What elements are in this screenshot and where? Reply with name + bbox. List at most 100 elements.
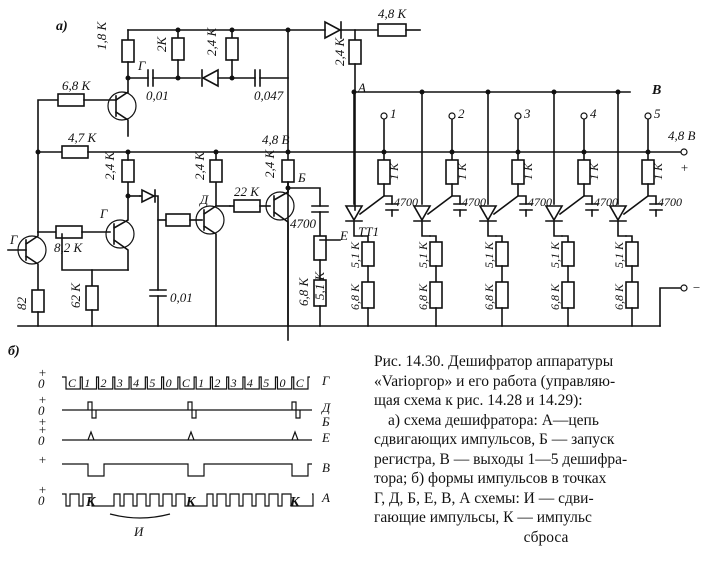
minus-terminal (659, 284, 688, 327)
r-1k-label: 1 К (455, 162, 469, 180)
caption-line-2: «Variоргор» и его работа (управляю- (374, 372, 616, 390)
r-22k-label: 22 К (234, 184, 260, 199)
left-multivibrator (7, 151, 141, 327)
r-6-8k-low-label: 6,8 К (416, 283, 430, 310)
waveform-d-b (62, 401, 312, 419)
shift-pulses-i-label: И (133, 524, 144, 539)
reset-pulse-k-label: К (289, 495, 301, 510)
output-terminal[interactable] (580, 112, 588, 120)
caption-line-8: Г, Д, Б, Е, В, А схемы: И — сдви- (374, 489, 594, 507)
g-count-label: 0 (166, 376, 172, 390)
caption-line-3: щая схема к рис. 14.28 и 14.29): (374, 392, 583, 409)
waveform-left-label: + (38, 414, 47, 429)
r-1k-label: 1 К (521, 162, 535, 180)
c-4700-label: 4700 (594, 195, 618, 209)
v-4-8-mid-label: 4,8 В (262, 132, 290, 147)
r-5-1k-label: 5,1 К (612, 241, 626, 268)
caption-line-6: регистра, В — выходы 1—5 дешифра- (374, 450, 628, 468)
waveform-right-label: Г (321, 373, 330, 388)
c-4700-label: 4700 (528, 195, 552, 209)
minus-sign: − (692, 280, 701, 295)
output-label: 2 (458, 106, 465, 121)
g-count-label: 1 (198, 376, 204, 390)
transistor-top (37, 77, 137, 153)
node-g-mid: Г (99, 206, 108, 221)
g-count-label: 2 (214, 376, 220, 390)
caption-line-7: тора; б) формы импульсов в точках (374, 470, 607, 487)
waveform-right-label: Д (320, 400, 331, 415)
r-2-4k-top-label: 2,4 К (204, 27, 219, 57)
shift-pulses-brace (109, 513, 171, 519)
output-terminal[interactable] (380, 112, 388, 120)
r-2k-label: 2К (154, 36, 169, 53)
g-count-label: 0 (279, 376, 285, 390)
waveform-left-label: 0 (38, 493, 45, 508)
r-1k-label: 1 К (387, 162, 401, 180)
waveform-left-label: + (38, 482, 47, 497)
plus-sign: + (680, 160, 689, 175)
r-1-8k-label: 1,8 К (94, 21, 109, 51)
output-label: 3 (523, 106, 531, 121)
r-2-4k-b-label: 2,4 К (262, 149, 277, 179)
waveform-right-label: В (322, 460, 330, 475)
r-6-8k-low-label: 6,8 К (548, 283, 562, 310)
output-terminal[interactable] (514, 112, 522, 120)
node-e-label: Е (339, 228, 348, 243)
g-count-label: 3 (116, 376, 123, 390)
r-4-7k-label: 4,7 К (68, 130, 98, 145)
node-v-label: В (651, 83, 661, 98)
r-6-8k-label: 6,8 К (62, 78, 92, 93)
g-count-label: С (182, 376, 191, 390)
waveform-left-label: + (38, 422, 47, 437)
mid-rail (35, 145, 688, 159)
stage-d (139, 151, 271, 327)
c-4700-label: 4700 (658, 195, 682, 209)
output-label: 5 (654, 106, 661, 121)
g-count-label: 4 (247, 376, 253, 390)
r-5-1k-label: 5,1 К (482, 241, 496, 268)
caption-line-10: сброса (523, 528, 569, 546)
c-0-01-mid-label: 0,01 (170, 290, 193, 305)
node-g-left: Г (9, 232, 18, 247)
decoder-stage-2: 2 1 К 4700 5,1 К 6,8 К (412, 89, 486, 327)
g-count-label: С (68, 376, 77, 390)
waveform-right-label: Б (321, 414, 330, 429)
waveform-left-label: + (38, 392, 47, 407)
r-6-8k-low-label: 6,8 К (348, 283, 362, 310)
g-count-label: 5 (149, 376, 155, 390)
r-5-1k-label: 5,1 К (416, 241, 430, 268)
node-g-top: Г (137, 58, 146, 73)
c-0-047-label: 0,047 (254, 88, 284, 103)
stage-b (265, 159, 341, 327)
g-count-label: 2 (101, 376, 107, 390)
r-2-4k-g-label: 2,4 К (102, 151, 117, 181)
v-4-8-right-label: 4,8 В (668, 128, 696, 143)
c-4700-label: 4700 (462, 195, 486, 209)
r-4-8k-top-label: 4,8 К (378, 6, 408, 21)
r-1k-label: 1 К (587, 162, 601, 180)
g-count-label: 5 (263, 376, 269, 390)
output-terminal[interactable] (644, 112, 652, 120)
waveform-e (62, 430, 312, 441)
r-82-label: 82 (14, 297, 29, 311)
waveform-a (62, 493, 314, 507)
r-2-4k-d-label: 2,4 К (192, 151, 207, 181)
r-5-1k-label: 5,1 К (548, 241, 562, 268)
figure-caption: Рис. 14.30. Дешифратор аппаратуры «Variо… (374, 352, 718, 547)
g-count-label: С (296, 376, 305, 390)
caption-line-1: Рис. 14.30. Дешифратор аппаратуры (374, 353, 614, 370)
output-terminal[interactable] (448, 112, 456, 120)
r-5-1k-label: 5,1 К (348, 241, 362, 268)
c-4700-label: 4700 (394, 195, 418, 209)
waveform-left-label: + (38, 365, 47, 380)
r-6-8k-low-label: 6,8 К (482, 283, 496, 310)
reset-pulse-k-label: К (85, 495, 97, 510)
g-count-label: 3 (230, 376, 237, 390)
top-network (121, 20, 421, 341)
waveform-right-label: А (321, 490, 330, 505)
